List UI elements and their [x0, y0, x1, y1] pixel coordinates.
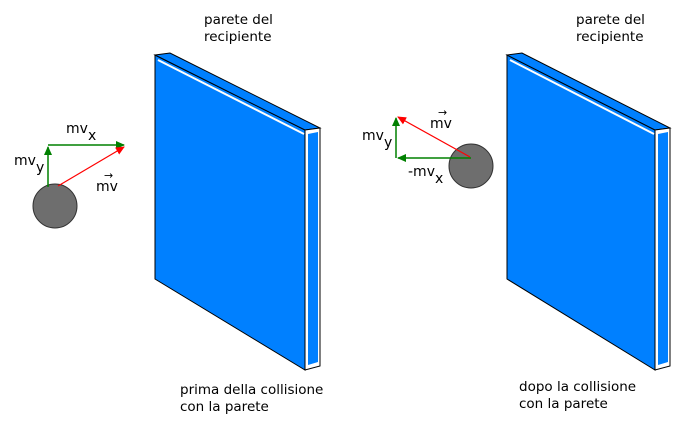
vector-mv-after	[397, 116, 471, 158]
vector-mv-before	[57, 146, 125, 187]
caption-after: dopo la collisione con la parete	[519, 379, 637, 412]
label-mvy-after: mvy	[362, 128, 393, 151]
wall-left	[153, 52, 322, 371]
wall-label-right: parete del recipiente	[576, 12, 645, 45]
label-mvy-before: mvy	[14, 153, 45, 176]
ball-after	[448, 143, 494, 189]
caption-before: prima della collisione con la parete	[180, 382, 324, 415]
label-mvx-before: mvx	[66, 121, 97, 144]
ball-before	[32, 183, 78, 229]
label-neg-mvx-after: -mvx	[408, 164, 444, 187]
wall-label-left: parete del recipiente	[204, 12, 273, 45]
label-mv-after: →mv	[430, 106, 452, 132]
wall-right	[505, 52, 672, 371]
label-mv-before: →mv	[96, 169, 118, 195]
